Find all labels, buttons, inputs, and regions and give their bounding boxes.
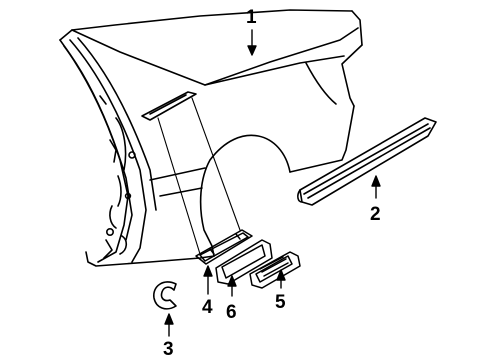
quarter-panel[interactable] bbox=[59, 9, 363, 267]
callout-4: 4 bbox=[202, 297, 213, 318]
projection-lines bbox=[157, 97, 241, 255]
callout-3: 3 bbox=[163, 339, 174, 360]
callout-6: 6 bbox=[226, 302, 237, 323]
callout-5: 5 bbox=[275, 292, 286, 313]
side-marker-lamp[interactable] bbox=[249, 251, 301, 289]
callout-2: 2 bbox=[370, 204, 381, 225]
callout-1: 1 bbox=[246, 7, 257, 28]
side-marker-gasket[interactable] bbox=[195, 229, 253, 265]
body-side-molding[interactable] bbox=[297, 117, 437, 206]
leader-arrows bbox=[164, 29, 381, 337]
wheel-opening-clip[interactable] bbox=[153, 281, 177, 310]
side-marker-bezel[interactable] bbox=[215, 239, 273, 285]
